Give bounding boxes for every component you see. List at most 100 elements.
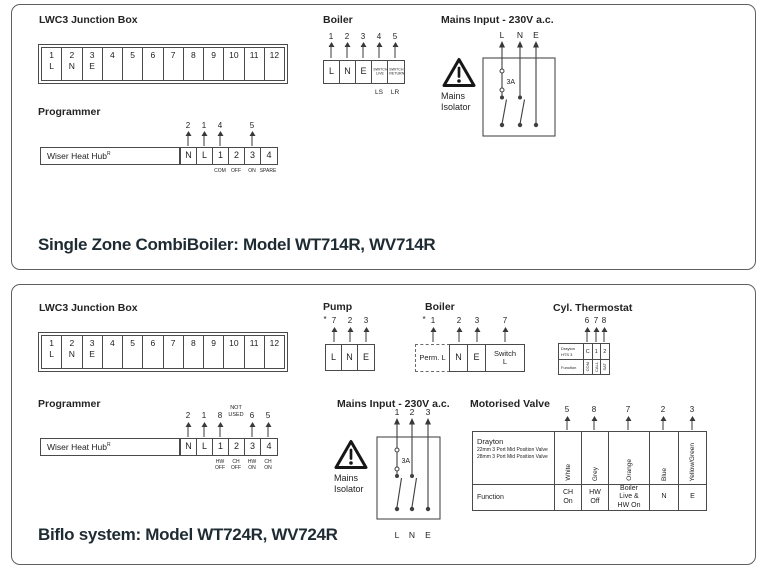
junction-terminal: 5 <box>123 48 144 80</box>
boiler-terminal: SWITCH LIVE <box>372 61 388 83</box>
up-arrow-icon <box>217 422 224 437</box>
boiler-terminal: E <box>356 61 372 83</box>
wire-number: 7 <box>593 316 599 325</box>
wire-number: 7 <box>625 405 631 414</box>
wire-number: 6 <box>584 316 590 325</box>
wire-label: E <box>533 30 539 40</box>
pump-label: Pump <box>323 301 353 313</box>
up-arrow-icon <box>660 416 667 430</box>
wire-number-label: 3 <box>426 407 431 417</box>
up-arrow-icon <box>201 131 208 146</box>
valve-wire-colour: Blue <box>649 432 678 484</box>
up-arrow-icon <box>363 327 370 342</box>
wire-number: 3 <box>363 316 369 325</box>
programmer-terminal: L <box>197 439 213 455</box>
up-arrow-icon <box>593 327 600 342</box>
terminal-function-label: CH OFF <box>231 459 241 472</box>
thermostat-terminal: 1 <box>591 344 601 359</box>
pump-terminal: E <box>362 351 369 362</box>
up-arrow-icon <box>185 422 192 437</box>
up-arrow-icon <box>601 327 608 342</box>
junction-terminal: 11 <box>245 336 265 368</box>
wire-number: 2 <box>456 316 462 325</box>
up-arrow-icon <box>265 422 272 437</box>
wire-number: 1 <box>201 411 207 420</box>
up-arrow-icon <box>185 131 192 146</box>
up-arrow-icon <box>328 42 335 58</box>
junction-terminal: 4 <box>103 336 123 368</box>
pump-terminal: L <box>326 345 342 370</box>
motorised-valve-table: Drayton 22mm 3 Port Mid Position Valve 2… <box>472 431 707 511</box>
mains-isolator-caption: Mains Isolator <box>334 473 364 494</box>
up-arrow-icon <box>456 327 463 342</box>
boiler-label: Boiler <box>323 14 353 26</box>
wire-number: 2 <box>185 121 191 130</box>
boiler-label: Boiler <box>425 301 455 313</box>
mains-isolator-diagram: 1 2 3 3A L N E <box>376 407 441 540</box>
boiler-terminal: N <box>450 345 468 371</box>
junction-terminal: 8 <box>184 48 204 80</box>
fuse-rating-label: 3A <box>402 458 411 465</box>
programmer-terminal: 3 <box>245 439 261 455</box>
up-arrow-icon <box>474 327 481 342</box>
wire-number: 8 <box>591 405 597 414</box>
programmer-terminal: N <box>181 439 197 455</box>
programmer-terminal: 2 <box>229 439 245 455</box>
boiler-terminal: Switch L <box>493 348 517 366</box>
wire-number-label: 2 <box>410 407 415 417</box>
programmer-label: Programmer <box>38 398 101 410</box>
up-arrow-icon <box>360 42 367 58</box>
cyl-thermostat-label: Cyl. Thermostat <box>553 302 633 314</box>
asterisk-marker: * <box>422 315 426 324</box>
mains-isolator-diagram: L N E 3A <box>482 30 556 137</box>
panel-title: Single Zone CombiBoiler: Model WT714R, W… <box>38 235 436 254</box>
wire-number: 2 <box>660 405 666 414</box>
up-arrow-icon <box>584 327 591 342</box>
valve-function: Boiler Live & HW On <box>608 484 649 510</box>
wire-number: 5 <box>249 121 255 130</box>
device-name: Wiser Heat HubR <box>47 442 111 452</box>
boiler-perm-live-terminal: Perm. L <box>415 344 450 372</box>
up-arrow-icon <box>344 42 351 58</box>
mains-isolator-caption: Mains Isolator <box>441 91 471 112</box>
up-arrow-icon <box>249 422 256 437</box>
boiler-terminal-strip: N E Switch L <box>449 344 525 372</box>
up-arrow-icon <box>430 327 437 342</box>
terminal-function-label: COM <box>214 168 226 174</box>
wire-label: L <box>500 30 505 40</box>
boiler-terminal: E <box>468 345 486 371</box>
up-arrow-icon <box>376 42 383 58</box>
junction-terminal: 10 <box>224 48 245 80</box>
wire-number: 8 <box>217 411 223 420</box>
wire-number: 5 <box>392 32 398 41</box>
junction-terminal: 12 <box>269 338 280 348</box>
junction-terminal: 6 <box>143 336 164 368</box>
junction-terminal: 9 <box>204 48 225 80</box>
up-arrow-icon <box>249 131 256 146</box>
wire-number: 7 <box>502 316 508 325</box>
mains-input-label: Mains Input - 230V a.c. <box>441 14 554 26</box>
pump-terminal: N <box>342 345 358 370</box>
warning-triangle-icon <box>334 440 368 469</box>
wire-number: 6 <box>249 411 255 420</box>
up-arrow-icon <box>201 422 208 437</box>
wire-number: 7 <box>331 316 337 325</box>
boiler-terminal: SWITCH RETURN <box>389 67 405 76</box>
up-arrow-icon <box>502 327 509 342</box>
wire-label: L <box>395 530 400 540</box>
up-arrow-icon <box>625 416 632 430</box>
thermostat-function: SAT <box>600 359 609 374</box>
mains-input-label: Mains Input - 230V a.c. <box>337 398 450 410</box>
terminal-function-label: SPARE <box>259 168 277 174</box>
